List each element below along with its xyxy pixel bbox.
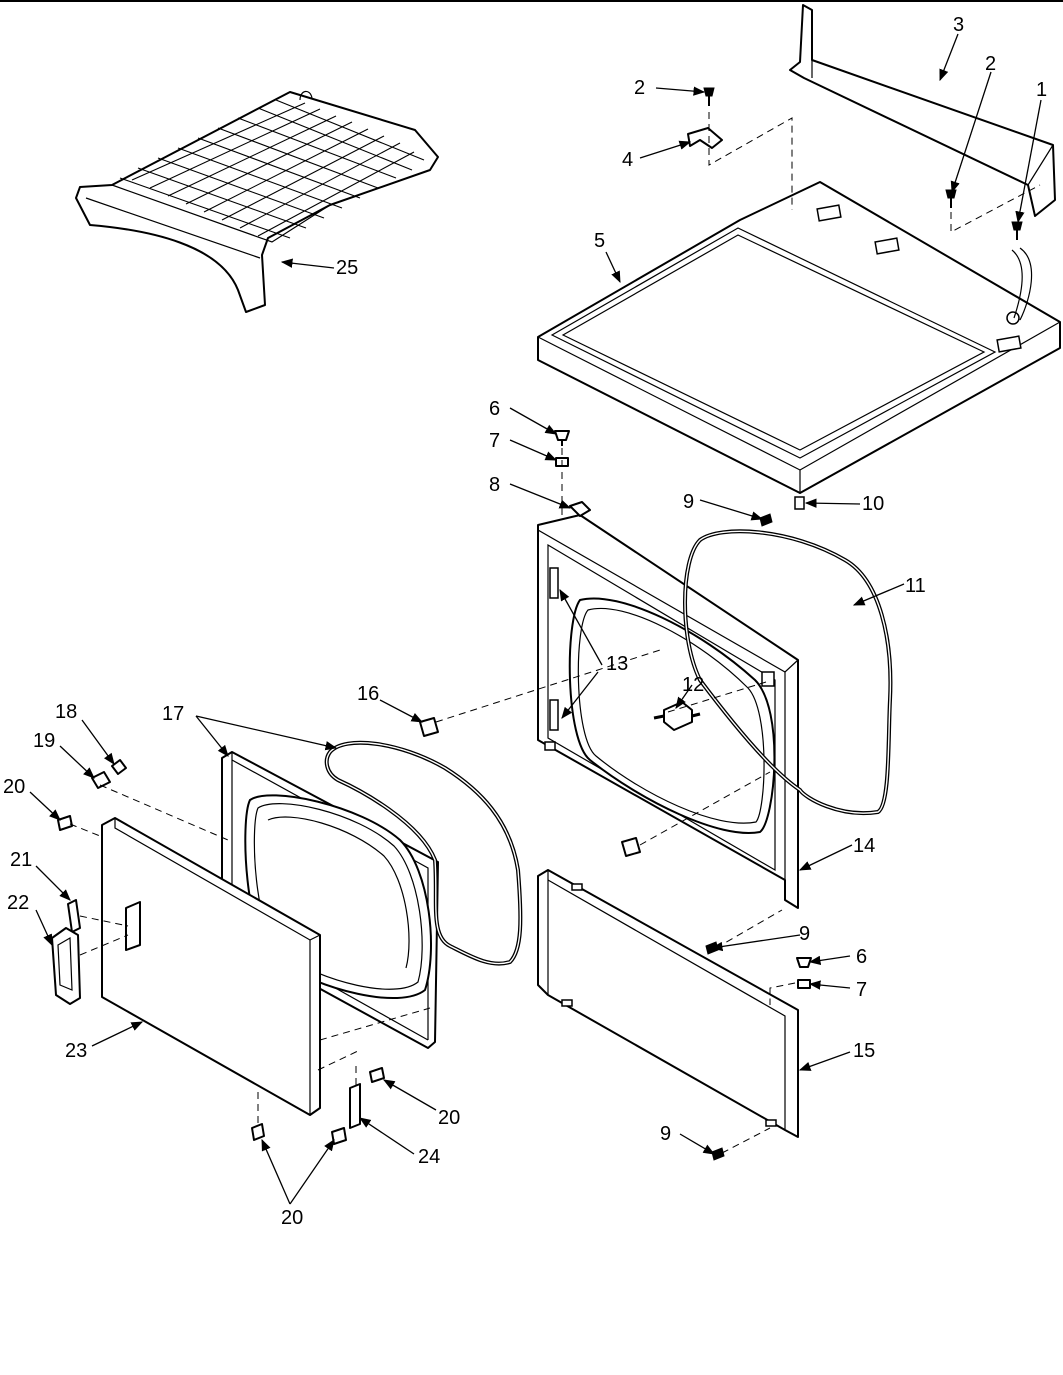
control-panel-back-part: [789, 4, 1056, 217]
callout-25: 25: [336, 257, 358, 279]
catch-16: [419, 717, 439, 737]
callout-14: 14: [853, 835, 875, 857]
callout-22: 22: [7, 892, 29, 914]
top-cover-part: [537, 181, 1061, 494]
callout-1: 1: [1036, 79, 1047, 101]
callout-9-top: 9: [683, 491, 694, 513]
clip-10: [794, 496, 805, 510]
screw-2-left: [703, 87, 715, 106]
callout-4: 4: [622, 149, 633, 171]
hinge-bracket-4: [687, 127, 723, 149]
screw-20-left: [57, 815, 73, 831]
outer-door-part: [101, 817, 321, 1116]
callout-10: 10: [862, 493, 884, 515]
callout-16: 16: [357, 683, 379, 705]
callout-17: 17: [162, 703, 184, 725]
clip-8: [569, 501, 591, 517]
clip-19: [91, 771, 111, 789]
callout-19: 19: [33, 730, 55, 752]
screw-9-top: [759, 513, 773, 527]
callout-13: 13: [606, 653, 628, 675]
screw-6-lower: [796, 957, 812, 968]
callout-12: 12: [682, 674, 704, 696]
callout-9-mid: 9: [799, 923, 810, 945]
handle-insert-21: [67, 899, 81, 933]
leader-lines: [29, 33, 1042, 1205]
callout-3: 3: [953, 14, 964, 36]
callout-9-bottom: 9: [660, 1123, 671, 1145]
catch-lower: [621, 837, 641, 857]
callout-5: 5: [594, 230, 605, 252]
callout-2-right: 2: [985, 53, 996, 75]
callout-2-left: 2: [634, 77, 645, 99]
screw-20-bottom-a: [251, 1123, 265, 1141]
gasket-17: [324, 740, 523, 966]
callout-11: 11: [905, 575, 926, 597]
clip-18: [111, 759, 127, 775]
callout-7-lower: 7: [856, 979, 867, 1001]
callout-21: 21: [10, 849, 32, 871]
callout-8: 8: [489, 474, 500, 496]
callout-15: 15: [853, 1040, 875, 1062]
callout-24: 24: [418, 1146, 440, 1168]
screw-20-bottom-b: [331, 1127, 347, 1145]
screw-20-hinge: [369, 1067, 385, 1083]
drying-rack-part: [75, 90, 439, 313]
toe-panel-part: [537, 869, 799, 1138]
hinge-24: [349, 1083, 361, 1129]
screw-2-right: [945, 189, 957, 208]
callout-labels: 1 2 2 3 4 5 6 7 8 9 10 11 12 13 14 16 17…: [3, 14, 1047, 1229]
callout-20-left: 20: [3, 776, 25, 798]
callout-6-top: 6: [489, 398, 500, 420]
gasket-11: [683, 529, 893, 816]
callout-20-hinge: 20: [438, 1107, 460, 1129]
screw-1: [1011, 221, 1033, 321]
callout-20-bottom: 20: [281, 1207, 303, 1229]
handle-22: [51, 927, 81, 1005]
callout-7-top: 7: [489, 430, 500, 452]
nut-7-lower: [797, 979, 811, 989]
callout-6-lower: 6: [856, 946, 867, 968]
screw-6-top: [554, 430, 570, 446]
callout-18: 18: [55, 701, 77, 723]
callout-23: 23: [65, 1040, 87, 1062]
